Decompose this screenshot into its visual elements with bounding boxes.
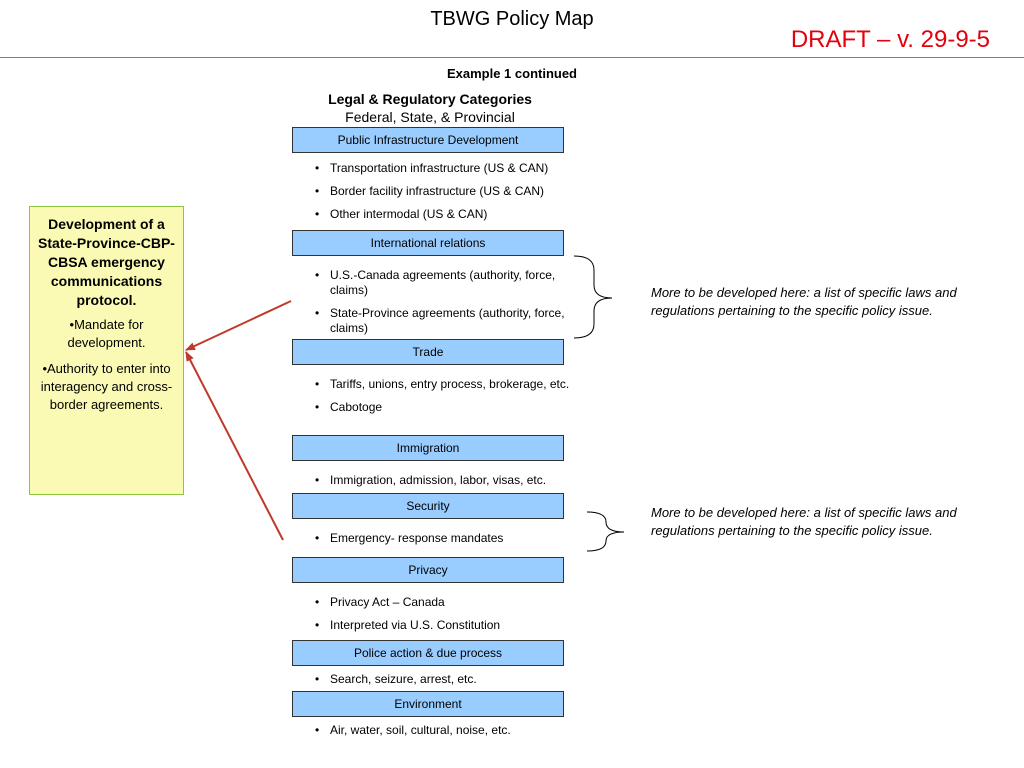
protocol-item: •Mandate for development.: [67, 317, 146, 350]
bullet-item: Emergency- response mandates: [312, 531, 572, 546]
bullets-immigration: Immigration, admission, labor, visas, et…: [312, 473, 572, 496]
bullet-item: Search, seizure, arrest, etc.: [312, 672, 572, 687]
draft-version-label: DRAFT – v. 29-9-5: [790, 26, 990, 53]
category-environment: Environment: [292, 691, 564, 717]
protocol-item: •Authority to enter into interagency and…: [40, 361, 173, 412]
category-privacy: Privacy: [292, 557, 564, 583]
category-public-infrastructure: Public Infrastructure Development: [292, 127, 564, 153]
category-immigration: Immigration: [292, 435, 564, 461]
brace-security: [586, 511, 625, 552]
bullet-item: Transportation infrastructure (US & CAN): [312, 161, 572, 176]
legal-categories-subheading: Federal, State, & Provincial: [345, 109, 515, 125]
bullets-privacy: Privacy Act – Canada Interpreted via U.S…: [312, 595, 572, 641]
bullet-item: Tariffs, unions, entry process, brokerag…: [312, 377, 572, 392]
category-international-relations: International relations: [292, 230, 564, 256]
bullet-item: Border facility infrastructure (US & CAN…: [312, 184, 572, 199]
category-security: Security: [292, 493, 564, 519]
bullet-item: Cabotoge: [312, 400, 572, 415]
arrow-from-security: [185, 351, 284, 541]
bullet-item: Interpreted via U.S. Constitution: [312, 618, 572, 633]
category-police-action: Police action & due process: [292, 640, 564, 666]
brace-international-relations: [573, 255, 613, 339]
bullets-international-relations: U.S.-Canada agreements (authority, force…: [312, 268, 572, 344]
arrow-from-international-relations: [185, 300, 292, 351]
protocol-development-box: Development of a State-Province-CBP-CBSA…: [29, 206, 184, 495]
bullets-security: Emergency- response mandates: [312, 531, 572, 554]
note-security: More to be developed here: a list of spe…: [651, 505, 957, 538]
bullets-trade: Tariffs, unions, entry process, brokerag…: [312, 377, 572, 423]
header-divider: [0, 57, 1024, 58]
category-trade: Trade: [292, 339, 564, 365]
protocol-title: Development of a State-Province-CBP-CBSA…: [38, 216, 175, 308]
bullet-item: U.S.-Canada agreements (authority, force…: [312, 268, 572, 298]
bullet-item: Air, water, soil, cultural, noise, etc.: [312, 723, 572, 738]
bullet-item: Other intermodal (US & CAN): [312, 207, 572, 222]
bullet-item: Immigration, admission, labor, visas, et…: [312, 473, 572, 488]
bullet-item: Privacy Act – Canada: [312, 595, 572, 610]
bullet-item: State-Province agreements (authority, fo…: [312, 306, 572, 336]
bullets-police-action: Search, seizure, arrest, etc.: [312, 672, 572, 695]
page-title: TBWG Policy Map: [430, 8, 594, 30]
example-subtitle: Example 1 continued: [446, 66, 578, 81]
note-international-relations: More to be developed here: a list of spe…: [651, 285, 957, 318]
bullets-environment: Air, water, soil, cultural, noise, etc.: [312, 723, 572, 746]
legal-categories-heading: Legal & Regulatory Categories: [328, 91, 532, 107]
bullets-public-infrastructure: Transportation infrastructure (US & CAN)…: [312, 161, 572, 230]
